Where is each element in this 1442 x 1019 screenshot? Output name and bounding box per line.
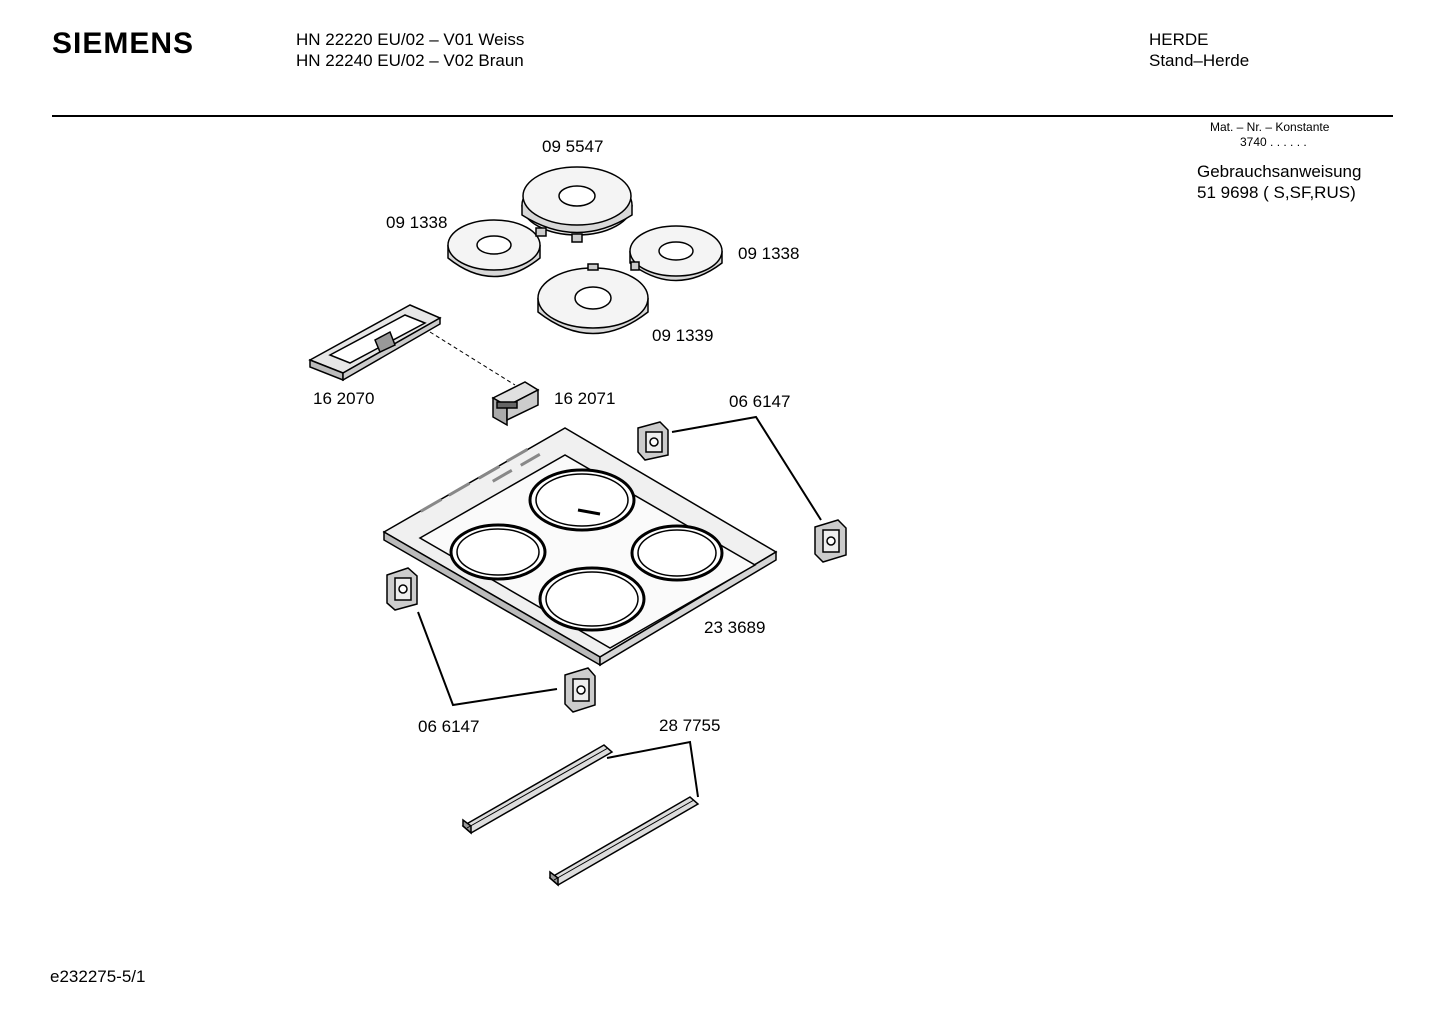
label-clip-bottom: 06 6147 (418, 717, 480, 736)
label-clip-top: 06 6147 (729, 392, 791, 411)
model-line-2: HN 22240 EU/02 – V02 Braun (296, 51, 524, 70)
switch-part[interactable] (491, 381, 540, 427)
burner-left-part[interactable] (447, 219, 547, 278)
hob-frame-part[interactable] (382, 427, 778, 667)
clip-top-1[interactable] (637, 421, 669, 461)
rail-part-2[interactable] (548, 796, 700, 887)
rail-part-1[interactable] (461, 744, 614, 835)
mat-value: 3740 . . . . . . (1240, 135, 1307, 149)
clip-bottom-2[interactable] (564, 667, 596, 713)
brand-logo: SIEMENS (52, 27, 195, 60)
burner-front-part[interactable] (537, 263, 649, 335)
header-divider (52, 115, 1393, 117)
category-title: HERDE (1149, 30, 1209, 49)
clip-bottom-1[interactable] (386, 567, 418, 611)
mat-label: Mat. – Nr. – Konstante (1210, 120, 1330, 134)
burner-right-part[interactable] (629, 225, 723, 282)
label-switch: 16 2071 (554, 389, 616, 408)
label-burner-left: 09 1338 (386, 213, 448, 232)
clip-top-2[interactable] (814, 519, 847, 563)
label-control-panel: 16 2070 (313, 389, 375, 408)
control-panel-part[interactable] (308, 304, 442, 382)
model-line-1: HN 22220 EU/02 – V01 Weiss (296, 30, 525, 49)
label-rail: 28 7755 (659, 716, 721, 735)
doc-id: e232275-5/1 (50, 967, 146, 986)
manual-number: 51 9698 ( S,SF,RUS) (1197, 183, 1356, 202)
label-hob-frame: 23 3689 (704, 618, 766, 637)
manual-title: Gebrauchsanweisung (1197, 162, 1362, 181)
label-burner-right: 09 1338 (738, 244, 800, 263)
label-burner-top: 09 5547 (542, 137, 604, 156)
burner-top-part[interactable] (521, 166, 633, 243)
label-burner-front: 09 1339 (652, 326, 714, 345)
category-subtitle: Stand–Herde (1149, 51, 1250, 70)
